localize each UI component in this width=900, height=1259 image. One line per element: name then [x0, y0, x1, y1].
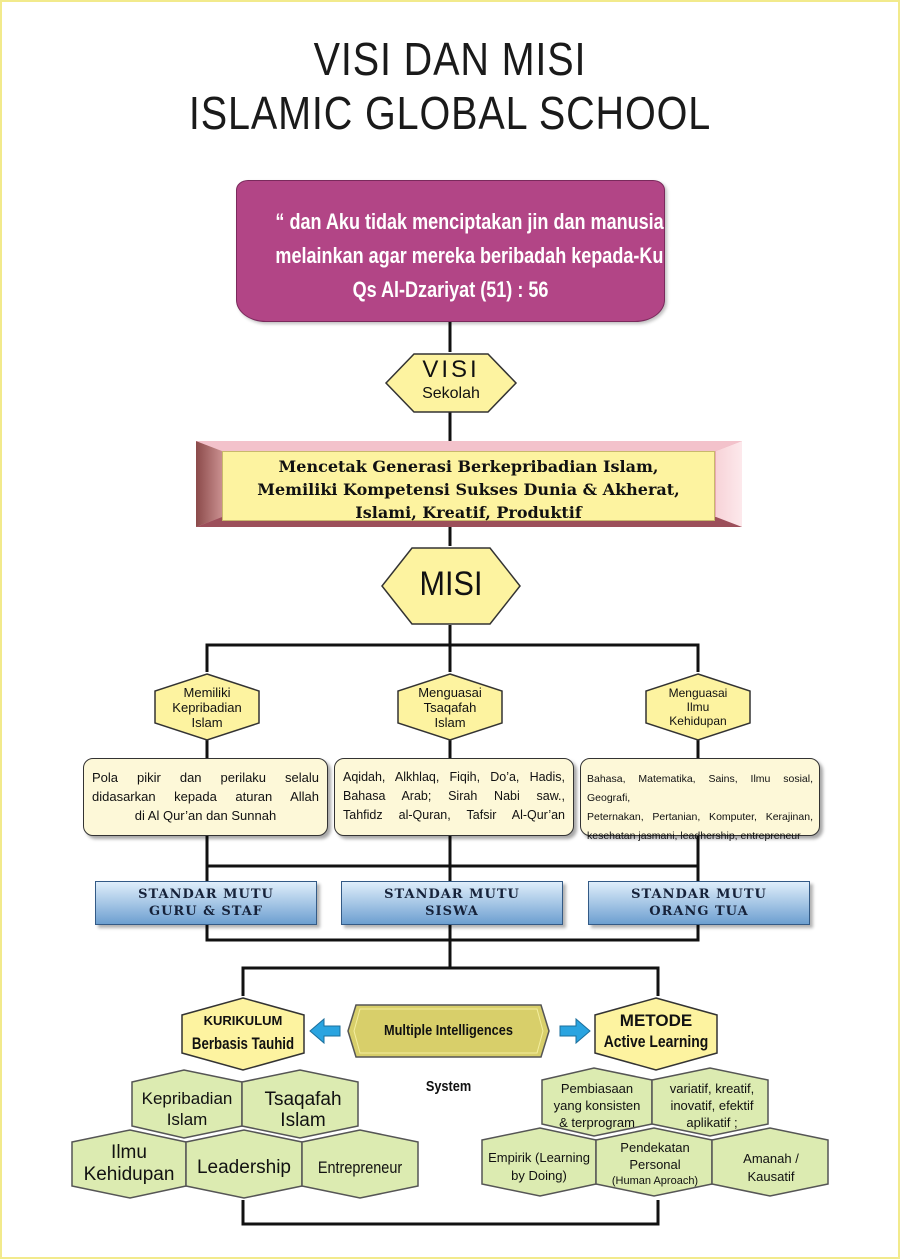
standard-line: STANDAR MUTU: [138, 887, 274, 902]
description-line: Pola pikir dan perilaku selalu: [92, 770, 319, 785]
visi-label: VISI: [422, 356, 480, 383]
center-arrows: [309, 1017, 591, 1045]
quote-line-2: melainkan agar mereka beribadah kepada-K…: [275, 243, 688, 268]
visi-hexagon: [384, 353, 518, 413]
misi-label: MISI: [419, 565, 483, 603]
kurikulum-cluster: [71, 1069, 419, 1199]
multiple-intelligences-label: Multiple Intelligences System: [384, 1022, 513, 1095]
metode-cell-pembiasaan: Pembiasaan yang konsisten & terprogram: [538, 1080, 656, 1131]
kurikulum-sub-label: Berbasis Tauhid: [191, 1034, 295, 1053]
metode-cell-line: variatif, kreatif,: [669, 1081, 755, 1096]
page-subtitle: ISLAMIC GLOBAL SCHOOL: [188, 87, 712, 139]
metode-cell-empirik: Empirik (Learning by Doing): [480, 1149, 598, 1185]
metode-cell-line: & terprogram: [559, 1115, 635, 1130]
metode-cluster: [481, 1067, 829, 1197]
standard-line: STANDAR MUTU: [631, 887, 767, 902]
metode-cell-line: Pendekatan: [620, 1140, 690, 1155]
metode-cell-line: (Human Aproach): [611, 1175, 699, 1187]
metode-cell-line: yang konsisten: [553, 1098, 641, 1113]
pillar-label-line: Kehidupan: [669, 714, 727, 728]
metode-cell-line: Amanah /: [743, 1151, 799, 1166]
visi-statement-line: Memiliki Kompetensi Sukses Dunia & Akher…: [257, 480, 680, 499]
metode-cell-line: Pembiasaan: [560, 1081, 634, 1096]
multiple-intelligences-box: [347, 1004, 550, 1058]
visi-statement: Mencetak Generasi Berkepribadian Islam, …: [222, 451, 715, 522]
visi-statement-line: Mencetak Generasi Berkepribadian Islam,: [278, 457, 659, 476]
description-line: Bahasa, Matematika, Sains, Ilmu sosial, …: [587, 773, 813, 804]
pillar-hexagon-kepribadian: [154, 673, 260, 741]
standard-line: GURU & STAF: [148, 904, 264, 919]
description-line: Bahasa Arab; Sirah Nabi saw.,: [343, 789, 565, 803]
metode-label: METODE: [619, 1011, 693, 1030]
standard-line: SISWA: [425, 904, 479, 919]
kurikulum-label: KURIKULUM: [203, 1013, 283, 1028]
metode-cell-line: Empirik (Learning: [488, 1150, 590, 1165]
standard-siswa: STANDAR MUTU SISWA: [341, 881, 563, 925]
visi-statement-line: Islami, Kreatif, Produktif: [355, 503, 582, 522]
metode-hexagon: [594, 997, 718, 1071]
misi-hexagon: [381, 547, 521, 625]
description-line: Aqidah, Alkhlaq, Fiqih, Do’a, Hadis,: [343, 770, 565, 784]
pillar-label-tsaqafah: Menguasai Tsaqafah Islam: [396, 685, 504, 730]
pillar-label-line: Kepribadian: [172, 700, 242, 715]
standard-line: ORANG TUA: [649, 904, 749, 919]
metode-cell-amanah: Amanah / Kausatif: [712, 1150, 830, 1186]
pillar-label-line: Ilmu: [686, 700, 710, 714]
metode-cell-line: inovatif, efektif: [670, 1098, 754, 1113]
pillar-label-line: Menguasai: [418, 685, 482, 700]
pillar-description-ilmu: Bahasa, Matematika, Sains, Ilmu sosial, …: [580, 758, 820, 842]
standard-orang-tua: STANDAR MUTU ORANG TUA: [588, 881, 810, 925]
metode-cell-pendekatan: Pendekatan Personal (Human Aproach): [596, 1139, 714, 1190]
pillar-description-tsaqafah: Aqidah, Alkhlaq, Fiqih, Do’a, Hadis, Bah…: [334, 758, 574, 836]
metode-cell-line: aplikatif ;: [686, 1115, 738, 1130]
quote-line-1: “ dan Aku tidak menciptakan jin dan manu…: [275, 209, 664, 234]
description-line: didasarkan kepada aturan Allah: [92, 789, 319, 804]
kurikulum-cell-leadership: Leadership: [196, 1157, 292, 1178]
pillar-label-line: Memiliki: [183, 685, 231, 700]
pillar-label-ilmu: Menguasai Ilmu Kehidupan: [644, 686, 752, 728]
pillar-hexagon-tsaqafah: [397, 673, 503, 741]
pillar-description-kepribadian: Pola pikir dan perilaku selalu didasarka…: [83, 758, 328, 836]
metode-cell-line: Kausatif: [747, 1169, 795, 1184]
kurikulum-cell-kepribadian: Kepribadian Islam: [141, 1089, 233, 1129]
metode-cell-variatif: variatif, kreatif, inovatif, efektif apl…: [653, 1080, 771, 1131]
pillar-hexagon-ilmu: [645, 673, 751, 741]
description-line: di Al Qur’an dan Sunnah: [134, 808, 277, 823]
metode-cell-line: by Doing): [511, 1168, 567, 1183]
pillar-label-line: Menguasai: [668, 686, 728, 700]
pillar-label-line: Tsaqafah: [423, 700, 477, 715]
kurikulum-cell-tsaqafah: Tsaqafah Islam: [264, 1089, 342, 1131]
metode-sub-label: Active Learning: [603, 1032, 709, 1051]
standard-guru-staf: STANDAR MUTU GURU & STAF: [95, 881, 317, 925]
description-line: Tahfidz al-Quran, Tafsir Al-Qur’an: [343, 808, 565, 822]
standard-line: STANDAR MUTU: [384, 887, 520, 902]
metode-cell-line: Personal: [629, 1157, 681, 1172]
pillar-label-kepribadian: Memiliki Kepribadian Islam: [153, 685, 261, 730]
pillar-label-line: Islam: [434, 715, 466, 730]
visi-sub-label: Sekolah: [422, 385, 480, 402]
pillar-label-line: Islam: [191, 715, 223, 730]
kurikulum-cell-entrepreneur: Entrepreneur: [317, 1158, 403, 1177]
description-line: Peternakan, Pertanian, Komputer, Kerajin…: [587, 811, 813, 823]
quran-quote-box: “ dan Aku tidak menciptakan jin dan manu…: [236, 180, 688, 322]
quote-reference: Qs Al-Dzariyat (51) : 56: [352, 277, 549, 302]
kurikulum-cell-ilmu: Ilmu Kehidupan: [83, 1142, 175, 1185]
description-line: kesehatan jasmani, leadhership, entrepre…: [587, 830, 801, 842]
page-title: VISI DAN MISI: [313, 33, 587, 85]
kurikulum-hexagon: [181, 997, 305, 1071]
